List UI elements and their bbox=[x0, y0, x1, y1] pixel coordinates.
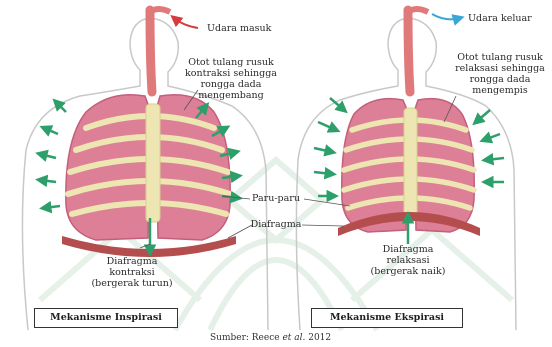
source-credit: Sumber: Reece et al. 2012 bbox=[210, 333, 331, 343]
right-diaphragm-note-line-3: (bergerak naik) bbox=[358, 266, 458, 277]
left-diaphragm-note-line-2: kontraksi bbox=[84, 267, 180, 278]
inspiration-caption: Mekanisme Inspirasi bbox=[34, 308, 178, 328]
lungs-label: Paru-paru bbox=[246, 193, 306, 204]
right-muscle-note: Otot tulang rusuk relaksasi sehingga ron… bbox=[448, 52, 552, 96]
left-diaphragm-note-line-1: Diafragma bbox=[84, 256, 180, 267]
left-diaphragm-note: Diafragma kontraksi (bergerak turun) bbox=[84, 256, 180, 289]
right-muscle-note-line-4: mengempis bbox=[448, 85, 552, 96]
source-italic: et al. bbox=[282, 333, 305, 343]
left-nasal-passage bbox=[150, 9, 170, 12]
source-prefix: Sumber: Reece bbox=[210, 333, 282, 343]
right-diaphragm-note-line-1: Diafragma bbox=[358, 244, 458, 255]
left-sternum bbox=[146, 104, 160, 222]
right-diaphragm-note: Diafragma relaksasi (bergerak naik) bbox=[358, 244, 458, 277]
right-muscle-note-line-2: relaksasi sehingga bbox=[448, 63, 552, 74]
expiration-caption: Mekanisme Ekspirasi bbox=[311, 308, 463, 328]
right-diaphragm-note-line-2: relaksasi bbox=[358, 255, 458, 266]
exhale-label: Udara keluar bbox=[468, 13, 532, 24]
diaphragm-label: Diafragma bbox=[246, 219, 306, 230]
left-muscle-note-line-2: kontraksi sehingga bbox=[183, 68, 279, 79]
source-suffix: 2012 bbox=[305, 333, 331, 343]
right-sternum bbox=[404, 108, 417, 218]
right-muscle-note-line-3: rongga dada bbox=[448, 74, 552, 85]
left-trachea bbox=[150, 10, 152, 92]
left-muscle-note: Otot tulang rusuk kontraksi sehingga ron… bbox=[183, 57, 279, 101]
right-trachea bbox=[408, 10, 410, 92]
right-nasal-passage bbox=[408, 9, 428, 12]
left-muscle-note-line-1: Otot tulang rusuk bbox=[183, 57, 279, 68]
left-muscle-note-line-3: rongga dada bbox=[183, 79, 279, 90]
inhale-arrow bbox=[174, 18, 198, 28]
left-diaphragm-note-line-3: (bergerak turun) bbox=[84, 278, 180, 289]
inhale-label: Udara masuk bbox=[207, 23, 271, 34]
right-muscle-note-line-1: Otot tulang rusuk bbox=[448, 52, 552, 63]
exhale-arrow bbox=[432, 14, 460, 19]
left-muscle-note-line-4: mengembang bbox=[183, 90, 279, 101]
